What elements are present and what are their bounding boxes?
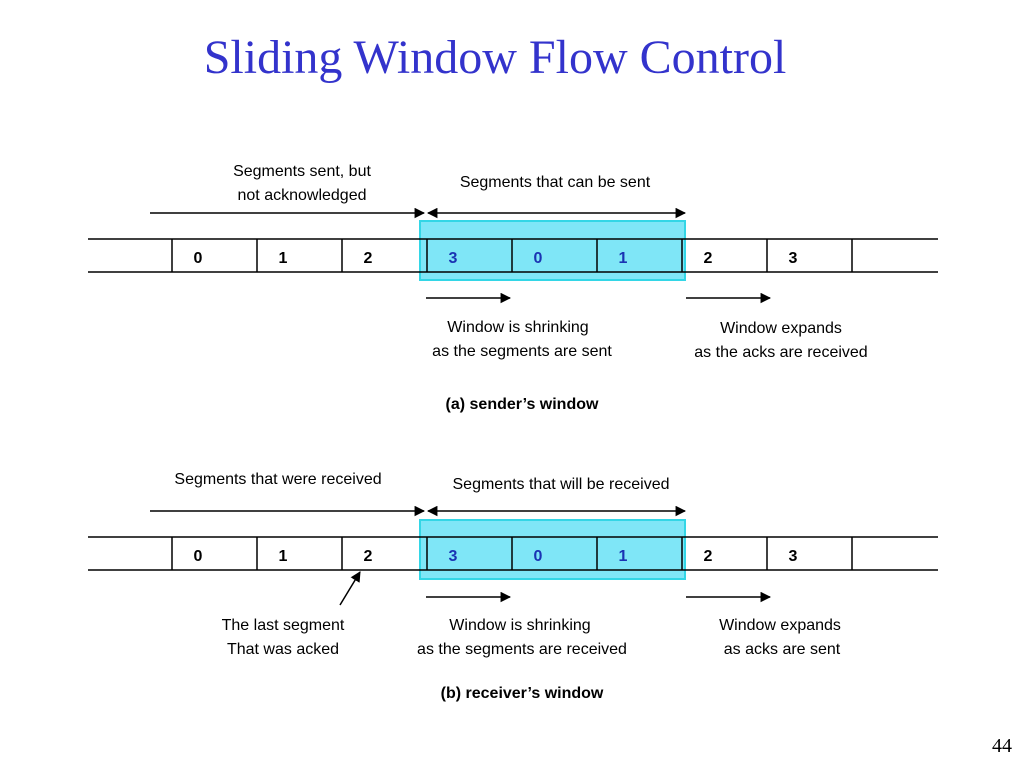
receiver-cell-3: 2 [364,548,373,565]
receiver-window-highlight [419,519,686,580]
receiver-cell-2: 1 [279,548,288,565]
receiver-window-cell-2: 0 [534,548,543,565]
sender-cell-7: 2 [704,250,713,267]
sender-cell-3: 2 [364,250,373,267]
receiver-shrink-label-line1: Window is shrinking [449,617,590,634]
receiver-segment-strip [88,536,938,571]
sender-shrink-label-line1: Window is shrinking [447,319,588,336]
sender-diagram: Segments sent, but not acknowledged Segm… [88,163,938,413]
receiver-cell-1: 0 [194,548,203,565]
sender-cell-1: 0 [194,250,203,267]
receiver-caption: (b) receiver’s window [441,685,604,702]
receiver-received-label: Segments that were received [174,471,381,488]
receiver-expand-label-line1: Window expands [719,617,841,634]
sender-shrink-label-line2: as the segments are sent [432,343,612,360]
receiver-window-cell-3: 1 [619,548,628,565]
page-number: 44 [992,735,1012,757]
slide-title: Sliding Window Flow Control [203,31,787,84]
receiver-expand-label-line2: as acks are sent [724,641,841,658]
last-acked-pointer-arrow [339,571,361,606]
sender-sent-label-line2: not acknowledged [238,187,367,204]
sender-caption: (a) sender’s window [446,396,599,413]
sender-expand-label-line1: Window expands [720,320,842,337]
receiver-diagram: Segments that were received Segments tha… [88,471,938,702]
sender-can-send-label: Segments that can be sent [460,174,651,191]
sender-window-cell-3: 1 [619,250,628,267]
sender-sent-label-line1: Segments sent, but [233,163,371,180]
receiver-window-cell-1: 3 [449,548,458,565]
sender-window-cell-1: 3 [449,250,458,267]
receiver-shrink-label-line2: as the segments are received [417,641,627,658]
last-acked-label-line2: That was acked [227,641,339,658]
sender-cell-2: 1 [279,250,288,267]
receiver-cell-7: 2 [704,548,713,565]
last-acked-label-line1: The last segment [222,617,345,634]
sender-cell-8: 3 [789,250,798,267]
receiver-cell-8: 3 [789,548,798,565]
sender-segment-strip [88,238,938,273]
sender-expand-label-line2: as the acks are received [694,344,867,361]
sender-window-highlight [419,220,686,281]
sender-window-cell-2: 0 [534,250,543,267]
receiver-will-receive-label: Segments that will be received [453,476,670,493]
